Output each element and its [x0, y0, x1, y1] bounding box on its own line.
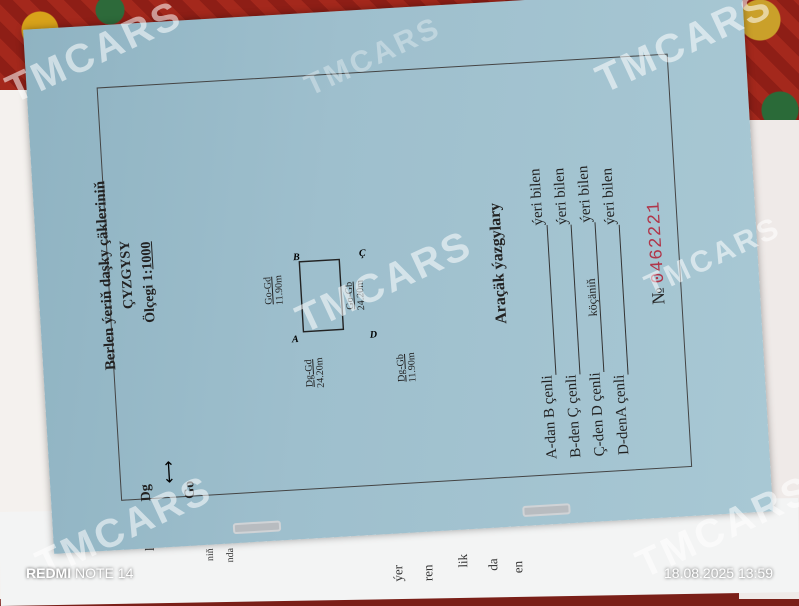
staple — [522, 503, 571, 518]
back-text: da — [485, 558, 501, 571]
back-text: nda — [224, 547, 237, 563]
back-text: en — [510, 560, 526, 574]
staple — [232, 520, 282, 535]
scale-value: 1000 — [138, 241, 156, 271]
back-text: ýer — [390, 564, 406, 582]
point-b: B — [292, 251, 301, 264]
land-plan-document: Berlen ýeriň daşky çäkleriniň ÇYZGYSY Öl… — [23, 0, 773, 554]
camera-watermark: REDMI NOTE 14 — [26, 565, 134, 581]
camera-timestamp: 18.08.2025 13:59 — [664, 565, 773, 581]
scale-label: Ölçegi 1: — [140, 269, 159, 324]
point-a: A — [291, 334, 299, 346]
back-text: niň — [204, 548, 217, 562]
plot-drawing — [298, 258, 345, 333]
point-d: D — [369, 329, 378, 341]
plot-outline — [298, 258, 345, 333]
back-text: ren — [420, 564, 436, 582]
back-text: lik — [455, 553, 471, 568]
point-c: Ç — [358, 247, 366, 260]
